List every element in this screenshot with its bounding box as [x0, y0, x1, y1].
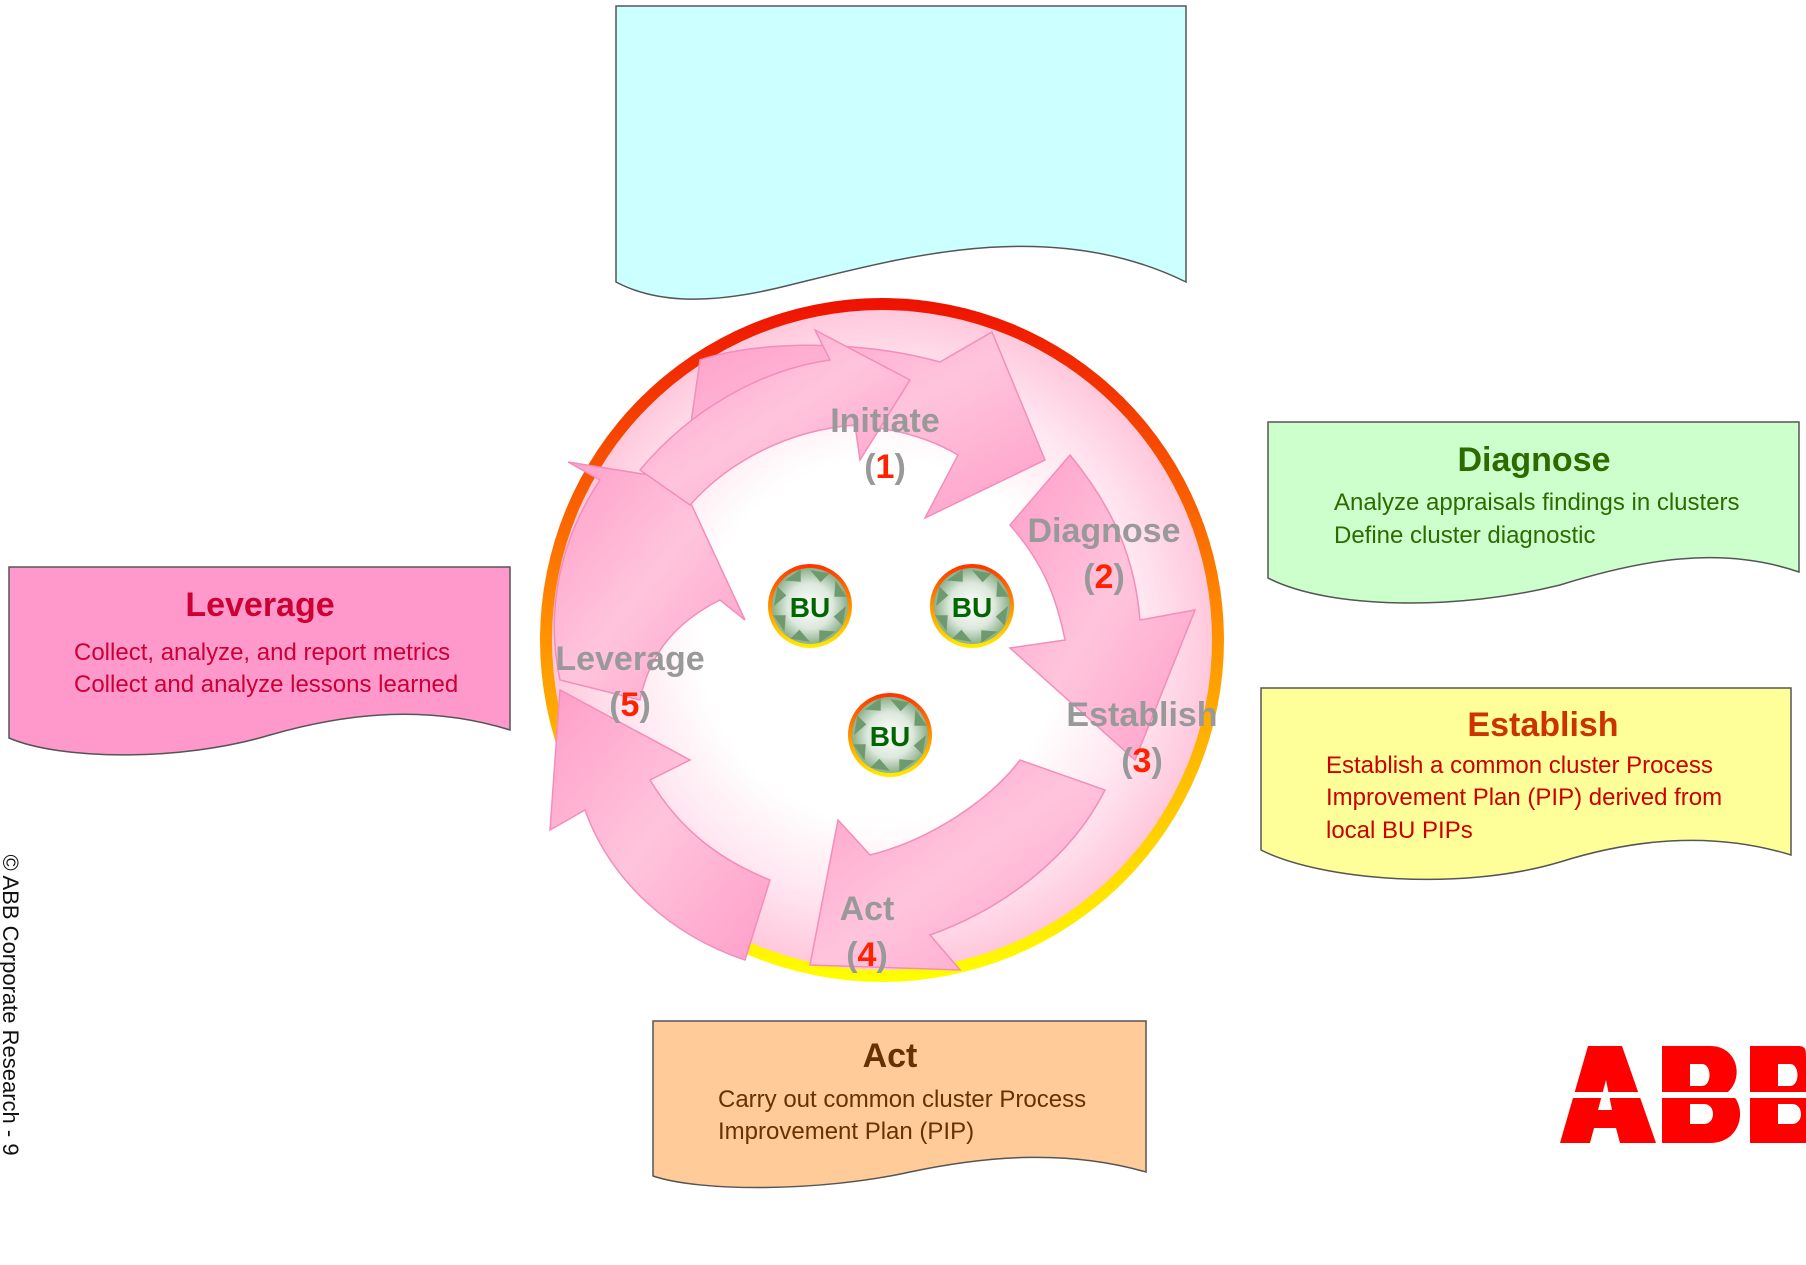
- step-number-diagnose: (2): [1083, 558, 1125, 596]
- cycle-arrow: [553, 461, 746, 701]
- establish-line: Establish a common cluster Process: [1326, 752, 1713, 779]
- pip-cycle-diagram: BU BU BU Initiate (1) Diagnose (2) Estab…: [8, 5, 1806, 1189]
- step-number-leverage: (5): [609, 686, 651, 724]
- step-label-establish: Establish: [1066, 696, 1217, 734]
- bu-gear-tooth: [890, 699, 910, 712]
- establish-callout-shape: [1260, 687, 1792, 881]
- establish-callout: Establish Establish a common cluster Pro…: [1260, 687, 1792, 881]
- bu-gear-tooth: [899, 759, 916, 772]
- cycle-arrow: [549, 688, 771, 961]
- step-number-initiate: (1): [864, 448, 906, 486]
- bu-gear-tooth: [936, 586, 949, 606]
- step-number-act: (4): [846, 936, 888, 974]
- bu-gear-tooth: [864, 698, 881, 711]
- bu-gear-tooth: [810, 570, 830, 583]
- leverage-line: Collect, analyze, and report metrics: [74, 639, 450, 666]
- bu-gear-tooth: [870, 758, 890, 771]
- step-number-value: 2: [1095, 558, 1114, 596]
- step-label-leverage: Leverage: [555, 640, 704, 678]
- bu-gear-1: BU: [768, 564, 852, 648]
- bu-gear-3: BU: [848, 693, 932, 777]
- step-label-act: Act: [840, 890, 895, 928]
- diagnose-callout-shape: [1267, 421, 1800, 604]
- bu-gear-2: BU: [930, 564, 1014, 648]
- bu-gear-tooth: [790, 629, 810, 642]
- step-number-establish: (3): [1121, 742, 1163, 780]
- initiate-callout-shape: [615, 5, 1187, 300]
- bu-gear-tooth: [972, 570, 992, 583]
- cycle-arrow: [1008, 453, 1197, 762]
- establish-line: Improvement Plan (PIP) derived from: [1326, 784, 1722, 811]
- abb-logo: [1560, 1046, 1806, 1143]
- bu-gear-tooth: [834, 580, 847, 597]
- step-label-initiate: Initiate: [830, 402, 940, 440]
- diagnose-callout: Diagnose Analyze appraisals findings in …: [1267, 421, 1800, 604]
- bu-gear-tooth: [774, 586, 787, 606]
- step-number-value: 3: [1133, 742, 1152, 780]
- bu-gear-tooth: [996, 580, 1009, 597]
- bu-gear-body: [772, 568, 848, 644]
- establish-line: local BU PIPs: [1326, 817, 1473, 844]
- establish-title: Establish: [1467, 706, 1618, 744]
- bu-gear-tooth: [981, 630, 998, 643]
- act-callout: Act Carry out common cluster Process Imp…: [652, 1020, 1147, 1189]
- step-number-value: 4: [858, 936, 877, 974]
- leverage-callout-shape: [8, 566, 511, 756]
- bu-gear-tooth: [952, 629, 972, 642]
- bu-gear-body: [852, 697, 928, 773]
- bu-gear-tooth: [784, 569, 801, 582]
- act-line: Carry out common cluster Process: [718, 1086, 1086, 1113]
- step-label-diagnose: Diagnose: [1027, 512, 1180, 550]
- bu-gear-tooth: [995, 606, 1008, 626]
- abb-logo-stripe: [1560, 1092, 1806, 1098]
- step-number-value: 1: [876, 448, 895, 486]
- bu-gear-tooth: [773, 615, 786, 632]
- copyright-footer: © ABB Corporate Research - 9: [0, 854, 23, 1156]
- bu-gear-tooth: [946, 569, 963, 582]
- leverage-title: Leverage: [185, 586, 334, 624]
- bu-label: BU: [952, 592, 992, 623]
- diagnose-line: Define cluster diagnostic: [1334, 522, 1595, 549]
- diagnose-line: Analyze appraisals findings in clusters: [1334, 489, 1740, 516]
- cycle-arrows: [549, 328, 1197, 971]
- bu-gear-tooth: [853, 744, 866, 761]
- leverage-callout: Leverage Collect, analyze, and report me…: [8, 566, 511, 756]
- bu-gear-tooth: [819, 630, 836, 643]
- act-line: Improvement Plan (PIP): [718, 1118, 974, 1145]
- step-number-value: 5: [621, 686, 640, 724]
- leverage-line: Collect and analyze lessons learned: [74, 671, 458, 698]
- bu-label: BU: [790, 592, 830, 623]
- bu-gear-tooth: [914, 709, 927, 726]
- bu-label: BU: [870, 721, 910, 752]
- bu-gear-body: [934, 568, 1010, 644]
- abb-logo-a: [1560, 1046, 1656, 1143]
- diagnose-title: Diagnose: [1457, 441, 1610, 479]
- bu-gear-tooth: [833, 606, 846, 626]
- bu-gear-tooth: [935, 615, 948, 632]
- bu-gear-tooth: [854, 715, 867, 735]
- bu-gear-tooth: [913, 735, 926, 755]
- cycle-arrow: [809, 759, 1107, 971]
- act-title: Act: [863, 1037, 918, 1075]
- cycle-arrow: [638, 328, 912, 506]
- act-callout-shape: [652, 1020, 1147, 1189]
